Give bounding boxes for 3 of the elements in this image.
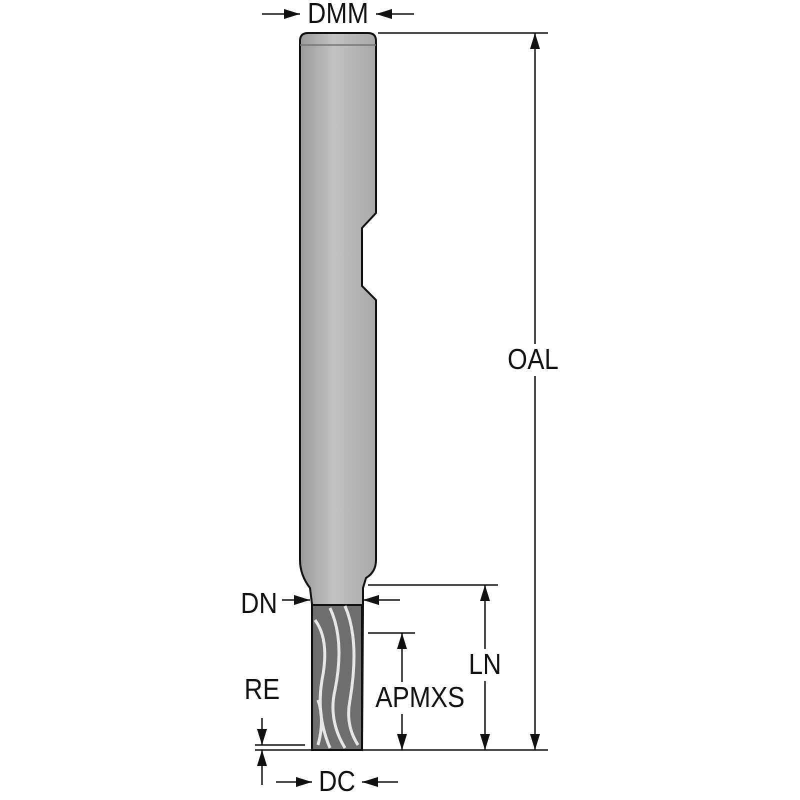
- dimension-label: APMXS: [374, 682, 466, 714]
- dimension-label: OAL: [506, 344, 560, 376]
- dimension-label: LN: [468, 649, 502, 681]
